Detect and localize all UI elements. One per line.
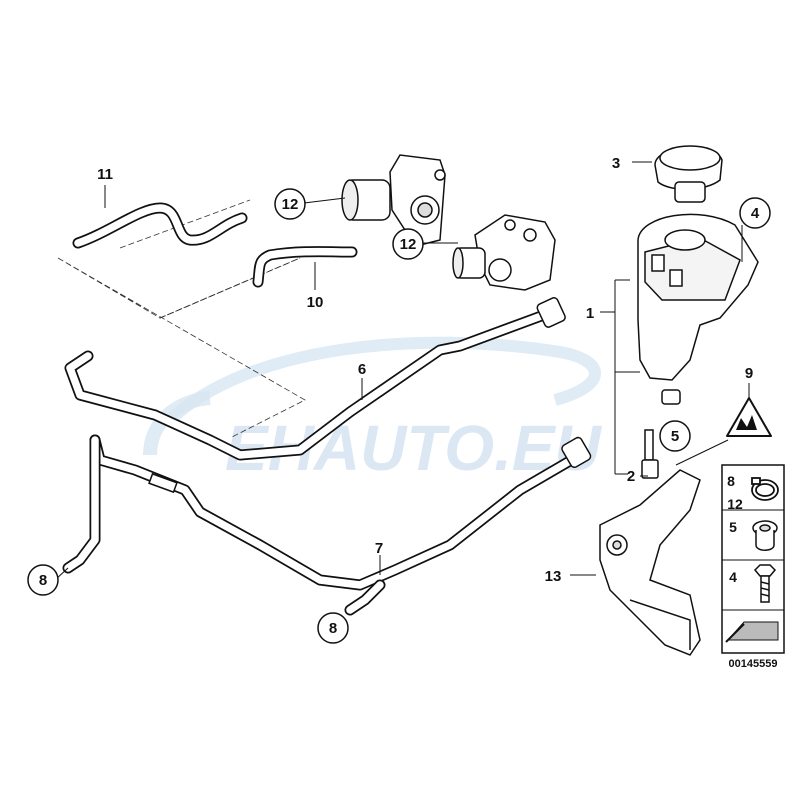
hose-part-11 [72, 185, 248, 249]
arrow-indicator-icon [725, 621, 779, 643]
callout-4-label: 4 [751, 205, 760, 222]
callout-13: 13 [545, 568, 562, 585]
leader-part-1 [600, 225, 743, 475]
watermark: EHAUTO.EU [143, 336, 603, 484]
callout-8-bottom: 8 [317, 612, 349, 644]
callout-5-label: 5 [671, 428, 679, 445]
callout-4: 4 [739, 197, 771, 229]
callout-9: 9 [745, 365, 753, 382]
callout-2: 2 [627, 468, 635, 485]
bolt-icon [753, 564, 777, 603]
callout-1: 1 [586, 305, 594, 322]
thermostat-housing-upper [341, 154, 446, 246]
warning-label-part-9 [726, 383, 772, 437]
callout-6: 6 [358, 361, 366, 378]
legend-table: 8 12 5 4 [721, 464, 785, 654]
callout-12-upper-label: 12 [282, 196, 299, 213]
callout-8-bottom-label: 8 [329, 620, 337, 637]
hose-clamp-icon [751, 477, 779, 501]
callout-8-left: 8 [27, 564, 59, 596]
legend-row1-num-a: 8 [727, 473, 735, 489]
callout-5: 5 [659, 420, 691, 452]
legend-row2-num: 5 [729, 519, 737, 535]
hose-part-6 [64, 297, 566, 461]
hose-part-8-left [62, 434, 101, 574]
expansion-tank [637, 213, 759, 405]
legend-row3-num: 4 [729, 569, 737, 585]
legend-row1-num-b: 12 [727, 496, 743, 512]
callout-12-upper: 12 [274, 188, 306, 220]
callout-12-lower: 12 [392, 228, 424, 260]
document-number: 00145559 [729, 658, 778, 670]
callout-10: 10 [307, 294, 324, 311]
level-sensor [640, 429, 659, 479]
bracket [570, 469, 701, 656]
callout-7: 7 [375, 540, 383, 557]
hose-part-8-lower [344, 579, 386, 616]
callout-8-left-label: 8 [39, 572, 47, 589]
expansion-tank-cap [632, 145, 723, 203]
callout-12-lower-label: 12 [400, 236, 417, 253]
thermostat-housing-lower [452, 214, 556, 291]
grommet-icon [752, 520, 778, 551]
callout-11: 11 [97, 166, 113, 183]
hose-part-7 [89, 434, 592, 591]
hose-part-10 [252, 246, 358, 290]
callout-3: 3 [612, 155, 620, 172]
